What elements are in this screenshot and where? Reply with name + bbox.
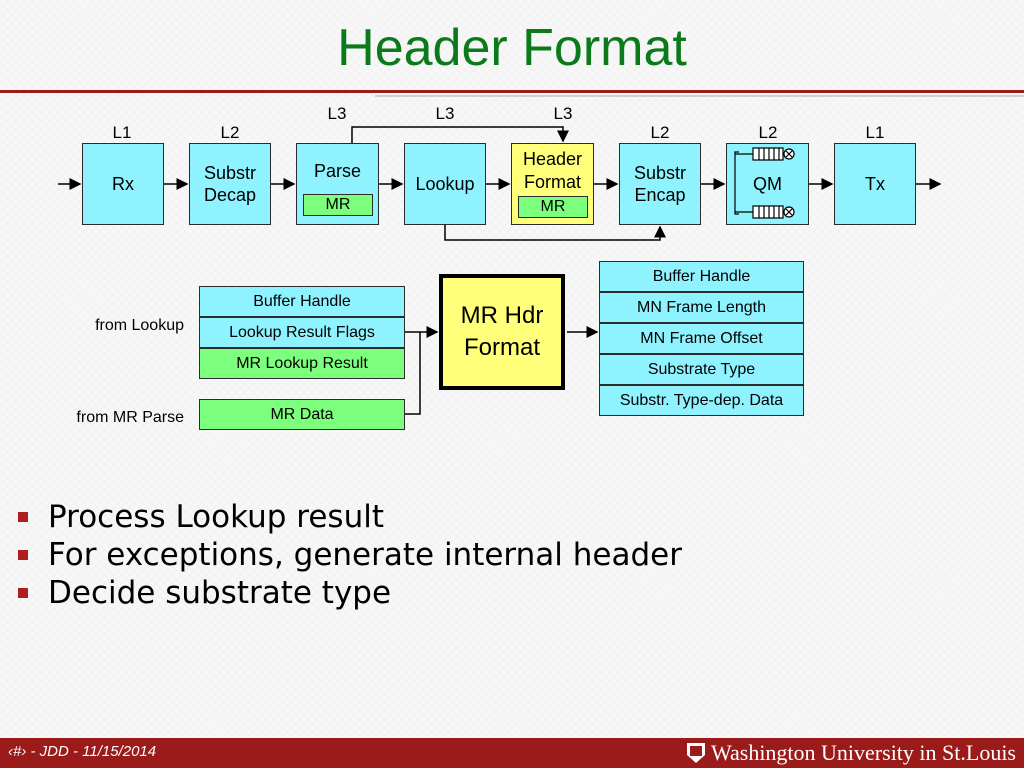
input-field-mr-lookup-result: MR Lookup Result [199,348,405,379]
level-parse: L3 [327,104,347,123]
block-parse-label: Parse [313,161,362,181]
block-tx: Tx [834,143,916,225]
from-mr-parse-label: from MR Parse [76,409,184,426]
mr-hdr-format-line1: MR Hdr [460,302,544,329]
bullet-item: For exceptions, generate internal header [18,536,682,574]
block-encap-line2: Encap [634,185,686,205]
block-qm: QM [726,143,809,225]
input-field-buffer-handle: Buffer Handle [199,286,405,317]
output-field-substr-type-dep-data: Substr. Type-dep. Data [599,385,804,416]
bullet-item: Process Lookup result [18,498,682,536]
output-field-buffer-handle: Buffer Handle [599,261,804,292]
footer-university: Washington University in St.Louis [686,740,1016,766]
level-decap: L2 [220,123,240,142]
block-qm-label: QM [753,174,782,194]
input-field-lookup-result-flags: Lookup Result Flags [199,317,405,348]
block-header-format-line2: Format [523,172,581,192]
block-header-format-line1: Header [522,149,583,169]
level-header-format: L3 [553,104,573,123]
bullet-list: Process Lookup result For exceptions, ge… [18,498,682,612]
from-lookup-label: from Lookup [95,317,184,334]
input-field-mr-data: MR Data [199,399,405,430]
level-tx: L1 [865,123,885,142]
queue-icon [734,147,795,219]
parse-mr-tag: MR [303,194,373,216]
output-field-mn-frame-offset: MN Frame Offset [599,323,804,354]
block-parse: Parse MR [296,143,379,225]
level-lookup: L3 [435,104,455,123]
bullet-square-icon [18,550,28,560]
footer-slide-info: ‹#› - JDD - 11/15/2014 [8,743,157,760]
mr-hdr-format-line2: Format [463,334,540,361]
title-subrule [375,95,1024,97]
block-tx-label: Tx [865,174,885,194]
title-rule [0,90,1024,93]
bullet-text: Decide substrate type [48,575,392,611]
university-crest-icon [686,743,705,763]
block-substr-encap: Substr Encap [619,143,701,225]
block-rx: Rx [82,143,164,225]
slide-title: Header Format [337,19,687,77]
block-lookup: Lookup [404,143,486,225]
level-encap: L2 [650,123,670,142]
bullet-text: For exceptions, generate internal header [48,537,682,573]
bullet-item: Decide substrate type [18,574,682,612]
block-decap-line1: Substr [203,163,257,183]
bullet-square-icon [18,512,28,522]
level-rx: L1 [112,123,132,142]
output-field-mn-frame-length: MN Frame Length [599,292,804,323]
block-rx-label: Rx [112,174,134,194]
block-decap-line2: Decap [203,185,257,205]
level-qm: L2 [758,123,778,142]
block-header-format: Header Format MR [511,143,594,225]
block-lookup-label: Lookup [415,174,475,194]
header-format-mr-tag: MR [518,196,588,218]
output-field-substrate-type: Substrate Type [599,354,804,385]
block-encap-line1: Substr [633,163,687,183]
footer-university-name: Washington University in St.Louis [710,740,1016,765]
footer-bar: ‹#› - JDD - 11/15/2014 Washington Univer… [0,738,1024,768]
block-substr-decap: Substr Decap [189,143,271,225]
bullet-text: Process Lookup result [48,499,384,535]
bullet-square-icon [18,588,28,598]
mr-hdr-format-block: MR Hdr Format [439,274,565,390]
